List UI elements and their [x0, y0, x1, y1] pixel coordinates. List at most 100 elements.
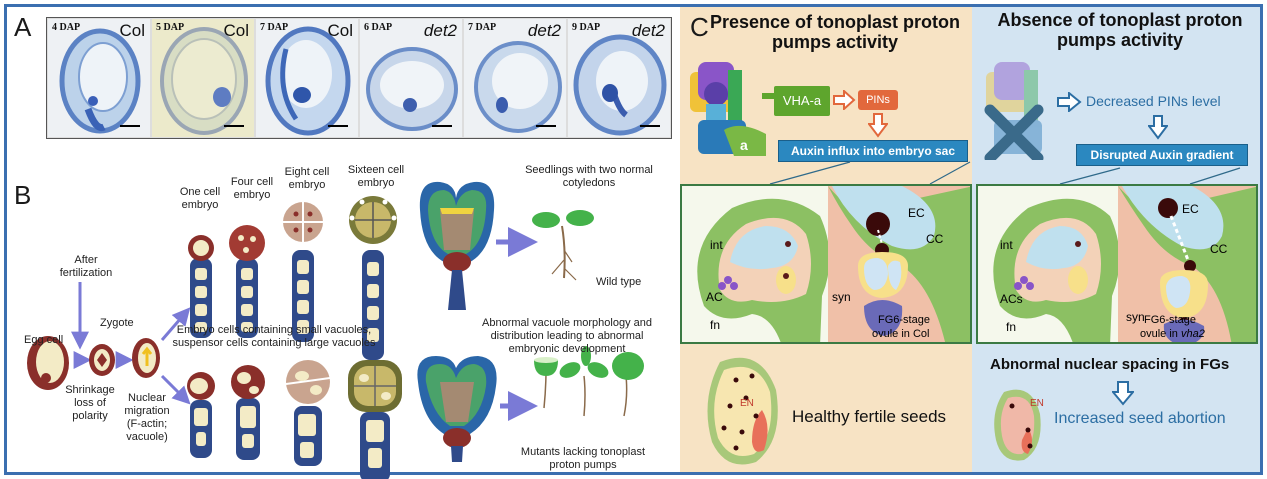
ovule-section-image [265, 26, 351, 136]
dap-label: 5 DAP [156, 22, 185, 33]
panel-label-c: C [690, 12, 709, 42]
hollow-arrow-right-icon [1057, 92, 1082, 112]
genotype-label: Col [119, 21, 145, 40]
micrograph-6dap-det2: 6 DAP det2 [360, 19, 462, 137]
ac-label: AC [706, 290, 723, 304]
genotype-label: Col [223, 21, 249, 40]
panel-label-b: B [14, 180, 32, 210]
fg6-label: FG6-stage [1144, 314, 1196, 326]
ec-label: EC [908, 206, 925, 220]
nuclear-migration-label: Nuclear migration (F-actin; vacuole) [124, 392, 170, 443]
micrograph-9dap-det2: 9 DAP det2 [568, 19, 670, 137]
genotype-label: det2 [423, 21, 457, 40]
dap-label: 6 DAP [364, 22, 393, 33]
proton-pump-icon [690, 62, 766, 156]
en-label: EN [1030, 398, 1044, 409]
mutants-label: Mutants lacking tonoplast proton pumps [520, 446, 646, 471]
wild-type-label: Wild type [596, 276, 642, 288]
int-label: int [1000, 238, 1013, 252]
callout-lines [769, 161, 1241, 185]
seedlings-label: Seedlings with two normal cotyledons [525, 164, 653, 189]
ovule-col-illustration [682, 186, 970, 342]
hollow-arrow-right-icon [833, 90, 856, 110]
hollow-arrow-down-icon [868, 113, 888, 138]
heart-stage-embryo-wt [419, 181, 495, 310]
genotype-label: det2 [527, 21, 561, 40]
ovule-vha2-illustration [978, 186, 1256, 342]
dap-label: 9 DAP [572, 22, 601, 33]
pins-box: PINs [858, 90, 898, 110]
proton-pump-icon-inactive [984, 62, 1044, 160]
figure-frame [4, 4, 1263, 475]
one-cell-embryo-label: One cell embryo [179, 186, 221, 211]
eight-cell-embryo-wt [283, 202, 323, 342]
abnormal-development-label: Abnormal vacuole morphology and distribu… [482, 317, 652, 355]
ovule-col-box: int AC fn EC CC syn FG6-stage ovule in C… [680, 184, 972, 344]
hollow-arrow-down-icon [1112, 381, 1134, 406]
int-label: int [710, 238, 723, 252]
decreased-pins-label: Decreased PINs level [1086, 93, 1221, 109]
disrupted-auxin-box: Disrupted Auxin gradient [1076, 144, 1248, 166]
development-diagram [27, 181, 644, 479]
micrograph-7dap-col: 7 DAP Col [256, 19, 358, 137]
shrinkage-label: Shrinkage loss of polarity [65, 384, 115, 422]
sixteen-cell-embryo-label: Sixteen cell embryo [347, 164, 405, 189]
micrograph-5dap-col: 5 DAP Col [152, 19, 254, 137]
dap-label: 4 DAP [52, 22, 81, 33]
ec-label: EC [1182, 202, 1199, 216]
ovule-section-image [59, 28, 141, 134]
micrograph-4dap-col: 4 DAP Col [48, 19, 150, 137]
dap-label: 7 DAP [260, 22, 289, 33]
embryo-cells-label: Embryo cells containing small vacuoles, … [172, 324, 376, 349]
en-label: EN [740, 398, 754, 409]
presence-title: Presence of tonoplast proton pumps activ… [709, 12, 961, 53]
healthy-seed-illustration [707, 357, 778, 465]
after-fertilization-label: After fertilization [59, 254, 113, 279]
fn-label: fn [1006, 320, 1017, 334]
egg-cell-label: Egg cell [24, 334, 64, 346]
panel-label-a: A [14, 12, 32, 42]
four-cell-embryo-mutant [231, 365, 265, 460]
genotype-label: Col [327, 21, 353, 40]
hollow-arrow-down-icon [1148, 115, 1168, 140]
absence-title: Absence of tonoplast proton pumps activi… [997, 10, 1243, 51]
abnormal-spacing-label: Abnormal nuclear spacing in FGs [990, 356, 1230, 373]
dap-label: 7 DAP [468, 22, 497, 33]
wt-seedling-illustration [532, 210, 594, 281]
aborted-seed-illustration [994, 389, 1041, 461]
sixteen-cell-embryo-mutant [348, 360, 402, 479]
subunit-a-label: a [740, 137, 748, 153]
one-cell-embryo-wt [188, 235, 214, 338]
one-cell-embryo-mutant [187, 372, 215, 458]
ovule-section-image [474, 41, 562, 133]
mutant-seedlings-illustration [534, 346, 644, 417]
micrograph-7dap-det2: 7 DAP det2 [464, 19, 566, 137]
healthy-seeds-label: Healthy fertile seeds [792, 407, 947, 426]
cross-icon [984, 104, 1044, 160]
syn-label: syn [1126, 310, 1145, 324]
cc-label: CC [926, 232, 944, 246]
genotype-label: det2 [631, 21, 665, 40]
shrunk-zygote-illustration [89, 344, 115, 376]
ovule-section-image [160, 27, 248, 135]
ovule-vha2-box: int ACs fn EC CC syn FG6-stage ovule in … [976, 184, 1258, 344]
four-cell-embryo-wt [229, 225, 265, 338]
ovule-vha2-label: ovule in vha2 [1140, 328, 1205, 340]
sixteen-cell-embryo-wt [349, 196, 397, 360]
ovule-col-label: ovule in Col [872, 328, 930, 340]
acs-label: ACs [1000, 292, 1023, 306]
eight-cell-embryo-mutant [285, 360, 331, 466]
ovule-section-image [366, 47, 458, 131]
abnormal-embryo-mutant [417, 356, 497, 462]
micrograph-strip: 4 DAP Col 5 DAP Col 7 DAP Col 6 DAP [46, 17, 672, 139]
egg-cell-illustration [27, 336, 69, 390]
fg6-label: FG6-stage [878, 314, 930, 326]
polarized-zygote-illustration [132, 338, 160, 378]
syn-label: syn [832, 290, 851, 304]
eight-cell-embryo-label: Eight cell embryo [284, 166, 330, 191]
zygote-label: Zygote [100, 317, 134, 329]
fn-label: fn [710, 318, 721, 332]
four-cell-embryo-label: Four cell embryo [230, 176, 274, 201]
vha-a-box: VHA-a [774, 86, 830, 116]
cc-label: CC [1210, 242, 1228, 256]
